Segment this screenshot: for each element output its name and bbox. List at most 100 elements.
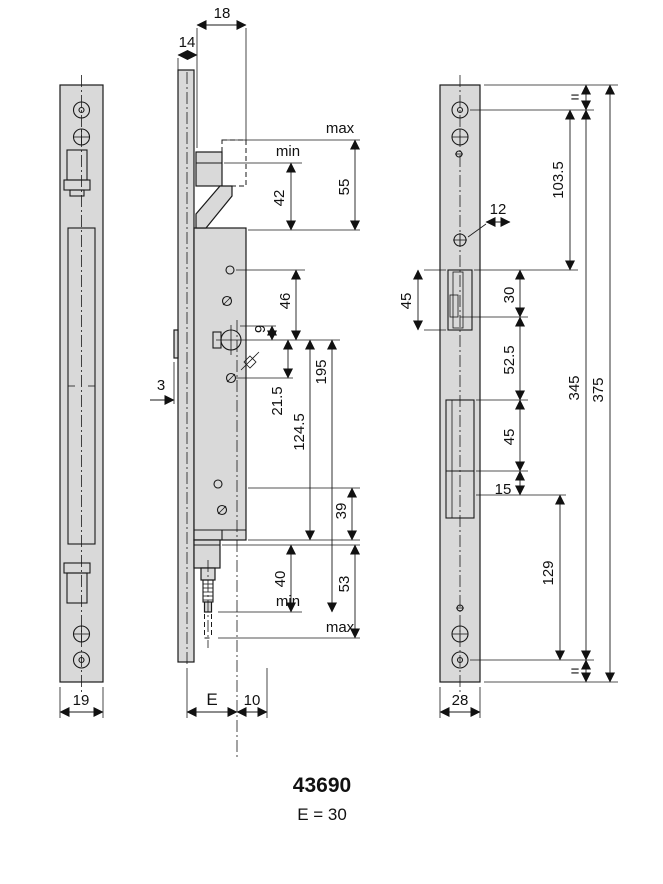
section-mark	[240, 351, 260, 371]
dimension-30: 30	[501, 269, 525, 318]
dimension-40: 40	[272, 544, 296, 613]
min-bottom-label: min	[276, 593, 300, 610]
dim-40-label: 40	[272, 571, 289, 588]
back-small-hole-top	[455, 150, 463, 158]
dim-52-5-label: 52.5	[501, 345, 518, 374]
min-bottom-line: min	[218, 593, 302, 613]
dim-124-5-label: 124.5	[291, 413, 308, 451]
model-number: 43690	[293, 774, 351, 797]
dim-103-5-label: 103.5	[550, 161, 567, 199]
dim-42-label: 42	[271, 190, 288, 207]
dim-375-label: 375	[590, 377, 607, 402]
front-bottom-screw	[72, 625, 91, 643]
title-block: 43690 E = 30	[293, 774, 351, 824]
bolt-cutout	[445, 399, 475, 519]
dim-129-label: 129	[540, 560, 557, 585]
case-screw-lower	[216, 504, 228, 516]
back-bottom-screw	[451, 625, 469, 643]
max-bottom-line: max	[218, 619, 360, 639]
back-top-hole	[451, 101, 469, 119]
dim-9-label: 9	[252, 325, 269, 333]
dimension-18: 18	[196, 5, 247, 148]
faceplate-ledge	[173, 329, 179, 359]
front-top-latch	[63, 149, 91, 197]
dimension-195: 195	[313, 339, 337, 613]
dimension-10: 10	[236, 692, 268, 717]
dimension-14: 14	[177, 34, 198, 70]
dim-45-bolt-label: 45	[501, 429, 518, 446]
dim-3-label: 3	[157, 377, 165, 394]
dim-53-label: 53	[336, 576, 353, 593]
dimension-19: 19	[59, 687, 104, 718]
bottom-rod	[200, 560, 216, 648]
dimension-12: 12	[467, 201, 511, 238]
case-hole-lower	[213, 479, 223, 489]
dimension-345: 345	[566, 109, 591, 661]
dimension-9: 9	[240, 325, 277, 341]
dim-39-label: 39	[333, 503, 350, 520]
dim-345-label: 345	[566, 375, 583, 400]
dimension-52-5: 52.5	[501, 316, 525, 401]
front-bottom-latch	[63, 562, 91, 604]
front-top-hole	[72, 101, 91, 119]
dim-15-label: 15	[495, 481, 512, 498]
latch-cutout	[447, 269, 473, 331]
max-top-line: max	[224, 120, 360, 141]
dim-12-label: 12	[490, 201, 507, 218]
back-top-screw	[451, 128, 469, 146]
entry-value: E = 30	[297, 805, 347, 824]
dimension-375: 375	[590, 84, 615, 683]
case-screw-mid	[225, 372, 237, 384]
back-fixing-screw	[453, 233, 467, 247]
top-bolt	[195, 139, 247, 229]
min-top-label: min	[276, 143, 300, 160]
back-small-hole-bottom	[456, 604, 464, 612]
dim-21-5-label: 21.5	[269, 386, 286, 415]
dim-55-label: 55	[336, 179, 353, 196]
equal-top-label: =	[571, 89, 580, 106]
dimension-3: 3	[150, 362, 179, 405]
min-top-line: min	[224, 143, 302, 164]
dimension-15: 15	[495, 470, 525, 498]
cylinder-hole	[212, 325, 246, 355]
front-view: 19	[59, 75, 104, 718]
front-top-screw	[72, 128, 91, 146]
dim-45-latch-label: 45	[398, 293, 415, 310]
dimension-28: 28	[439, 687, 481, 718]
dimension-39: 39	[333, 487, 357, 541]
dimension-129: 129	[540, 494, 565, 661]
dimension-45-bolt: 45	[501, 399, 525, 472]
dimension-equal-bottom: =	[571, 659, 591, 683]
dimension-equal-top: =	[571, 84, 591, 111]
dim-46-label: 46	[277, 293, 294, 310]
dim-E-label: E	[206, 690, 217, 709]
back-bottom-hole	[451, 651, 469, 669]
max-bottom-label: max	[326, 619, 355, 636]
dimension-55: 55	[336, 139, 360, 231]
front-bottom-hole	[72, 651, 91, 669]
case-hole-upper	[225, 265, 235, 275]
side-view: 18 14 max min 42 55 46	[150, 5, 360, 758]
dimension-103-5: 103.5	[550, 109, 575, 271]
dim-19-label: 19	[73, 692, 90, 709]
latch-nose	[195, 185, 233, 229]
dimension-42: 42	[271, 162, 296, 231]
dimension-21-5: 21.5	[269, 339, 293, 416]
back-view: = 103.5 12 45 30 52.5 45 15	[398, 75, 618, 718]
dim-30-label: 30	[501, 287, 518, 304]
dim-18-label: 18	[214, 5, 231, 22]
dimension-124-5: 124.5	[291, 339, 315, 541]
dim-10-label: 10	[244, 692, 261, 709]
lock-case-tail	[193, 539, 221, 569]
dim-195-label: 195	[313, 359, 330, 384]
equal-bottom-label: =	[571, 663, 580, 680]
dim-14-label: 14	[179, 34, 196, 51]
dim-28-label: 28	[452, 692, 469, 709]
max-top-label: max	[326, 120, 355, 137]
case-screw-upper	[221, 295, 233, 307]
dimension-45-latch: 45	[398, 269, 423, 331]
side-faceplate	[177, 69, 195, 663]
dimension-53: 53	[336, 544, 360, 639]
dimension-46: 46	[277, 269, 301, 341]
